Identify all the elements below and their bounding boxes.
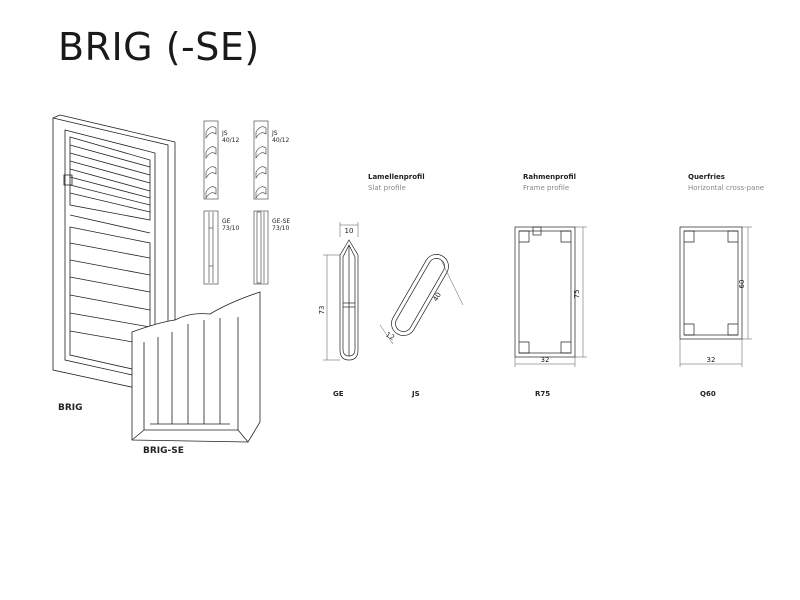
brig-label: BRIG: [58, 403, 83, 413]
r75-profile-section: 75 32: [514, 226, 587, 367]
ge-se-profile-strip: [253, 210, 269, 285]
q60-height-dim: 60: [738, 280, 746, 289]
page-title: BRIG (-SE): [58, 25, 260, 69]
q60-width-dim: 32: [707, 356, 716, 364]
js-height-dim: 40: [432, 291, 443, 303]
ge-height-dim: 73: [318, 306, 326, 315]
r75-width-dim: 32: [541, 356, 550, 364]
q60-profile-section: 60 32: [679, 226, 752, 367]
ge-width-dim: 10: [345, 227, 354, 235]
js-width-dim: 12: [384, 331, 396, 342]
slat-profile-subheading: Slat profile: [368, 184, 406, 192]
ge-profile-section: 10 73: [318, 222, 359, 361]
ge-code: GE: [333, 390, 344, 398]
frame-profile-heading: Rahmenprofil: [523, 173, 576, 181]
js-profile-strip-1: [203, 120, 219, 200]
cross-pane-subheading: Horizontal cross-pane: [688, 184, 765, 192]
r75-code: R75: [535, 390, 551, 398]
js-code: JS: [412, 390, 420, 398]
brig-se-drawing: [131, 291, 261, 443]
r75-height-dim: 75: [573, 290, 581, 299]
js-profile-strip-2: [253, 120, 269, 200]
ge-profile-strip: [203, 210, 219, 285]
q60-code: Q60: [700, 390, 716, 398]
frame-profile-subheading: Frame profile: [523, 184, 570, 192]
brig-se-label: BRIG-SE: [143, 446, 184, 456]
slat-profile-heading: Lamellenprofil: [368, 173, 425, 181]
cross-pane-heading: Querfries: [688, 173, 725, 181]
js-profile-section: 40 12: [379, 254, 464, 345]
brig-shutter-drawing: [52, 114, 176, 396]
